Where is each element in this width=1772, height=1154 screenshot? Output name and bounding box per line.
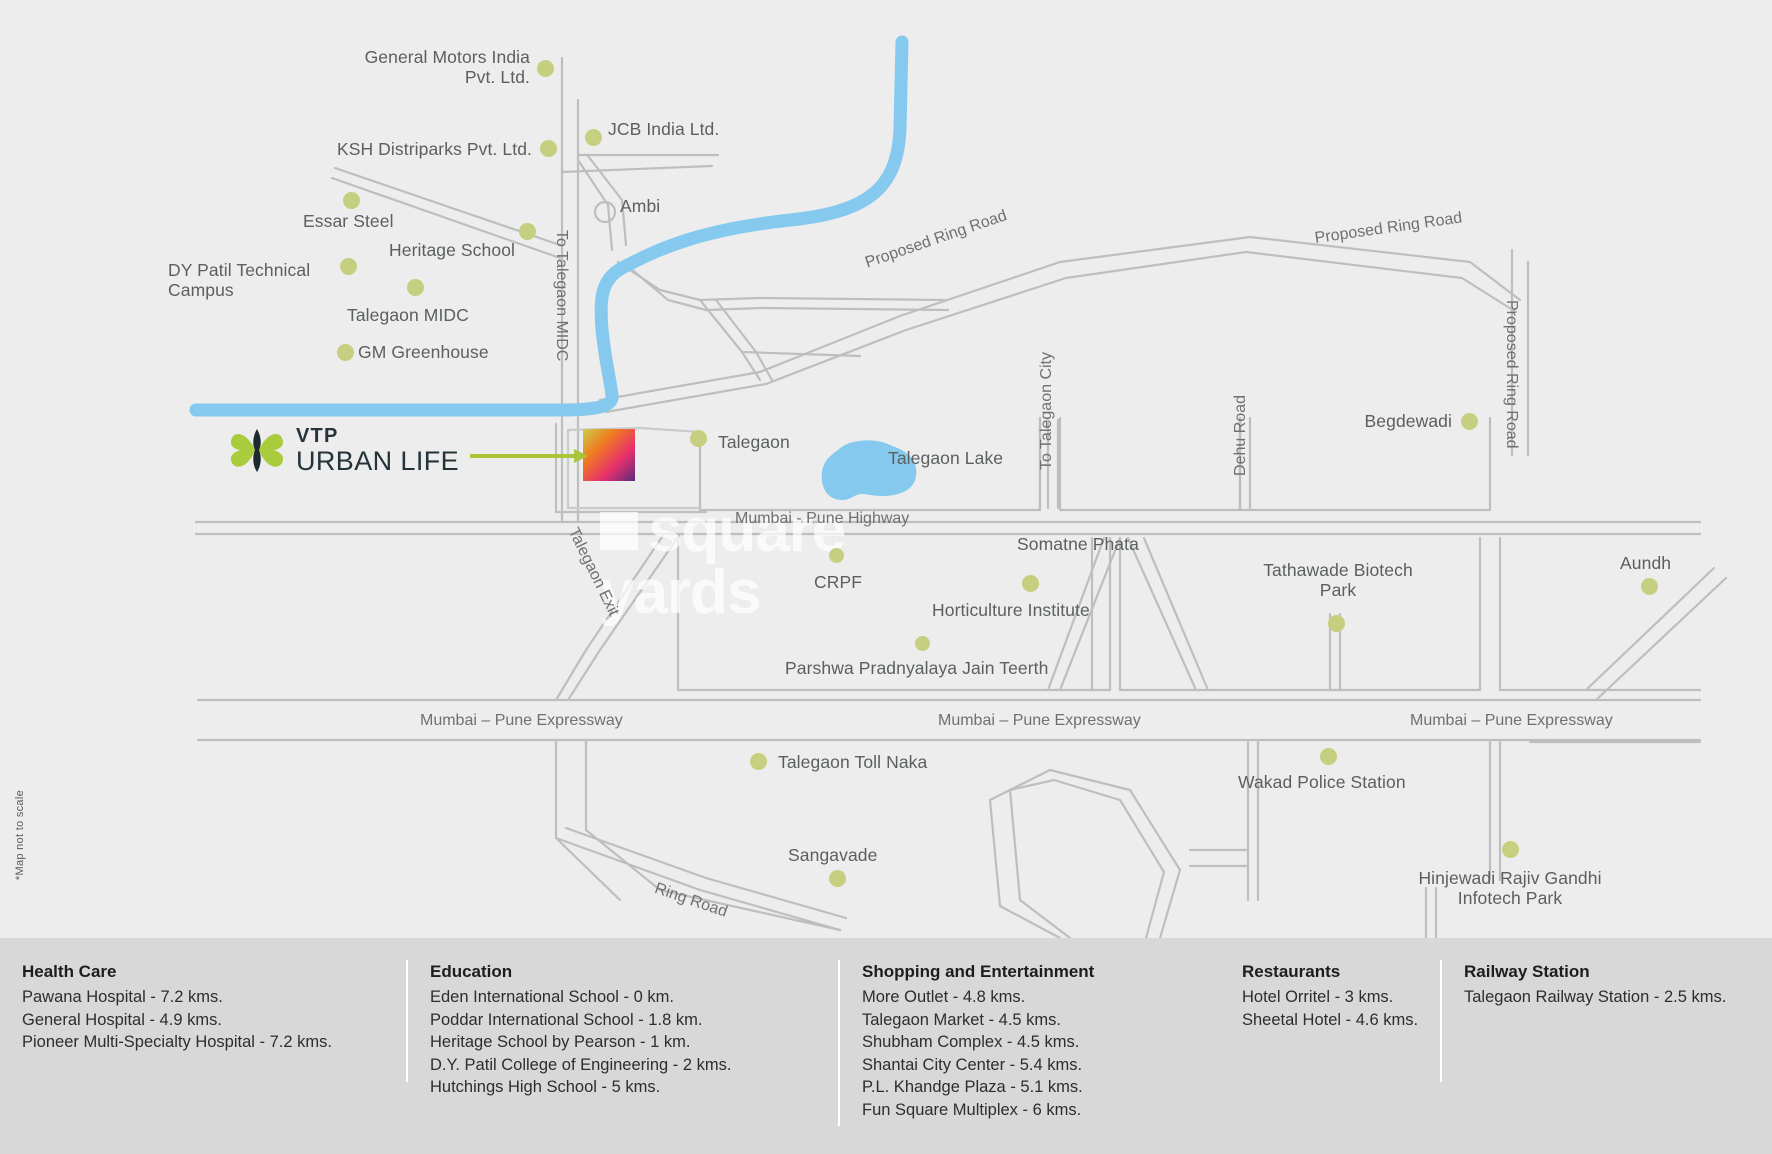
map-vector-layer [189, 35, 1728, 938]
label-somatne-phata: Somatne Phata [1017, 534, 1139, 554]
legend-title-health-care: Health Care [22, 962, 117, 981]
project-pointer-arrow [470, 449, 588, 463]
map-canvas[interactable]: square yards General Motors India Pvt. L… [0, 0, 1772, 938]
pin-ksh-distriparks[interactable] [540, 140, 557, 157]
butterfly-logo-icon [230, 429, 284, 472]
road-label-proposed-ring-road-3: Proposed Ring Road [1503, 300, 1520, 449]
label-talegaon-midc: Talegaon MIDC [347, 305, 469, 325]
legend-item: Hutchings High School - 5 kms. [430, 1078, 661, 1097]
legend-column-shopping-and-entertainment: Shopping and Entertainment More Outlet -… [840, 962, 1220, 1154]
project-logo[interactable]: VTP URBAN LIFE [228, 424, 459, 476]
legend-item: Poddar International School - 1.8 km. [430, 1010, 703, 1029]
legend-divider [838, 960, 840, 1126]
legend-item: Eden International School - 0 km. [430, 988, 674, 1006]
label-wakad-police: Wakad Police Station [1238, 772, 1406, 792]
label-dy-patil: DY Patil Technical Campus [168, 260, 311, 300]
legend-title-railway-station: Railway Station [1464, 962, 1590, 981]
pin-aundh[interactable] [1641, 578, 1658, 595]
label-toll-naka: Talegaon Toll Naka [778, 752, 928, 772]
label-crpf: CRPF [814, 572, 863, 592]
pin-essar-steel[interactable] [343, 192, 360, 209]
road-label-mumbai-pune-highway: Mumbai - Pune Highway [735, 510, 910, 527]
pin-talegaon[interactable] [690, 430, 707, 447]
label-gm-greenhouse: GM Greenhouse [358, 342, 489, 362]
legend-item: Fun Square Multiplex - 6 kms. [862, 1100, 1082, 1119]
legend-item: More Outlet - 4.8 kms. [862, 988, 1026, 1006]
label-jcb-india: JCB India Ltd. [608, 119, 720, 139]
map-scale-footnote: *Map not to scale [14, 790, 26, 881]
road-label-expressway-1: Mumbai – Pune Expressway [420, 712, 623, 729]
pin-hinjewadi[interactable] [1502, 841, 1519, 858]
pin-general-motors[interactable] [537, 60, 554, 77]
pin-talegaon-midc[interactable] [407, 279, 424, 296]
pin-wakad-police[interactable] [1320, 748, 1337, 765]
legend-item: Heritage School by Pearson - 1 km. [430, 1033, 691, 1052]
label-ksh-distriparks: KSH Distriparks Pvt. Ltd. [336, 139, 532, 159]
legend-column-health-care: Health Care Pawana Hospital - 7.2 kms. G… [0, 960, 408, 1154]
legend-divider [406, 960, 408, 1082]
legend-item: Shantai City Center - 5.4 kms. [862, 1055, 1083, 1074]
amenities-legend: Health Care Pawana Hospital - 7.2 kms. G… [0, 938, 1772, 1154]
road-label-to-talegaon-midc: To Talegaon MIDC [553, 230, 570, 362]
road-label-expressway-2: Mumbai – Pune Expressway [938, 712, 1141, 729]
label-ambi: Ambi [620, 196, 661, 216]
legend-column-education: Education Eden International School - 0 … [408, 960, 840, 1154]
label-talegaon: Talegaon [718, 432, 790, 452]
talegaon-lake-shape [821, 440, 917, 500]
pin-gm-greenhouse[interactable] [337, 344, 354, 361]
legend-divider [1440, 960, 1442, 1082]
pin-dy-patil[interactable] [340, 258, 357, 275]
label-essar-steel: Essar Steel [303, 211, 394, 231]
pin-horticulture[interactable] [1022, 575, 1039, 592]
road-label-dehu-road: Dehu Road [1232, 395, 1249, 476]
pin-parshwa[interactable] [915, 636, 930, 651]
label-talegaon-lake: Talegaon Lake [888, 448, 1004, 468]
legend-item: Talegaon Railway Station - 2.5 kms. [1464, 988, 1727, 1006]
pin-crpf[interactable] [829, 548, 844, 563]
pin-tathawade[interactable] [1328, 615, 1345, 632]
legend-item: P.L. Khandge Plaza - 5.1 kms. [862, 1078, 1083, 1097]
legend-title-education: Education [430, 962, 513, 981]
logo-brand-name: URBAN LIFE [296, 445, 460, 476]
label-aundh: Aundh [1620, 553, 1672, 573]
label-parshwa: Parshwa Pradnyalaya Jain Teerth [785, 658, 1049, 678]
label-tathawade: Tathawade Biotech Park [1263, 560, 1413, 600]
pin-sangavade[interactable] [829, 870, 846, 887]
legend-item: Pawana Hospital - 7.2 kms. [22, 988, 223, 1006]
pin-toll-naka[interactable] [750, 753, 767, 770]
label-hinjewadi: Hinjewadi Rajiv Gandhi Infotech Park [1418, 868, 1602, 908]
pin-jcb-india[interactable] [585, 129, 602, 146]
label-horticulture: Horticulture Institute [932, 600, 1090, 620]
legend-item: Pioneer Multi-Specialty Hospital - 7.2 k… [22, 1033, 332, 1052]
legend-item: Shubham Complex - 4.5 kms. [862, 1033, 1080, 1052]
legend-item: Talegaon Market - 4.5 kms. [862, 1010, 1061, 1029]
legend-item: Hotel Orritel - 3 kms. [1242, 988, 1394, 1006]
legend-item: Sheetal Hotel - 4.6 kms. [1242, 1010, 1419, 1029]
legend-title-restaurants: Restaurants [1242, 962, 1341, 981]
label-heritage-school: Heritage School [389, 240, 516, 260]
label-general-motors: General Motors India Pvt. Ltd. [364, 47, 530, 87]
logo-brand-top: VTP [296, 424, 339, 447]
pin-begdewadi[interactable] [1461, 413, 1478, 430]
legend-item: D.Y. Patil College of Engineering - 2 km… [430, 1055, 732, 1074]
label-sangavade: Sangavade [788, 845, 878, 865]
project-site-marker[interactable] [583, 429, 635, 481]
pin-heritage-school[interactable] [519, 223, 536, 240]
label-begdewadi: Begdewadi [1364, 411, 1452, 431]
legend-item: General Hospital - 4.9 kms. [22, 1010, 222, 1029]
legend-column-railway-station: Railway Station Talegaon Railway Station… [1442, 962, 1772, 1154]
legend-title-shopping: Shopping and Entertainment [862, 962, 1095, 981]
legend-column-restaurants: Restaurants Hotel Orritel - 3 kms. Sheet… [1220, 960, 1442, 1154]
road-label-to-talegaon-city: To Talegaon City [1038, 352, 1055, 470]
road-label-expressway-3: Mumbai – Pune Expressway [1410, 712, 1613, 729]
